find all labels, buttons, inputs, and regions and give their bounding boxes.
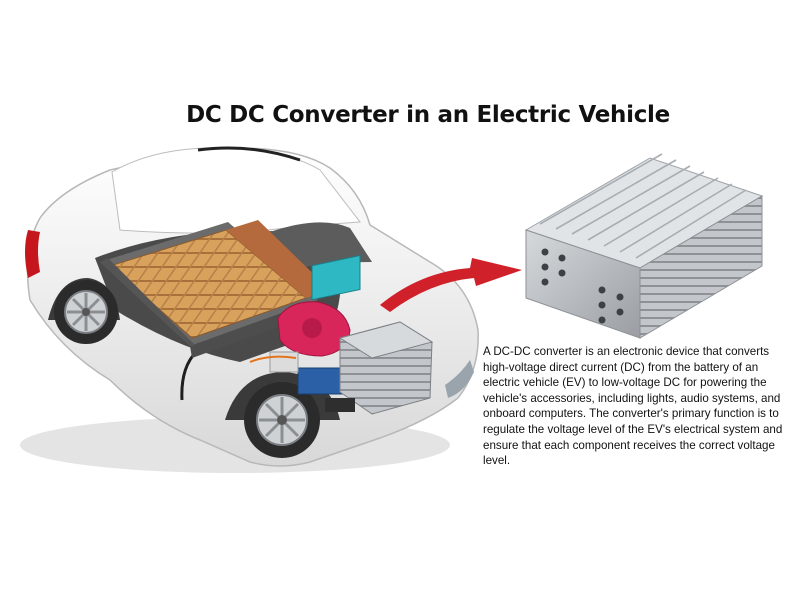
diagram-title: DC DC Converter in an Electric Vehicle	[186, 102, 670, 128]
motor-assembly	[249, 254, 434, 415]
curved-arrow	[380, 258, 522, 312]
description-paragraph: A DC-DC converter is an electronic devic…	[483, 345, 783, 468]
dc-dc-converter-module	[524, 153, 764, 339]
battery-pack	[100, 220, 330, 358]
